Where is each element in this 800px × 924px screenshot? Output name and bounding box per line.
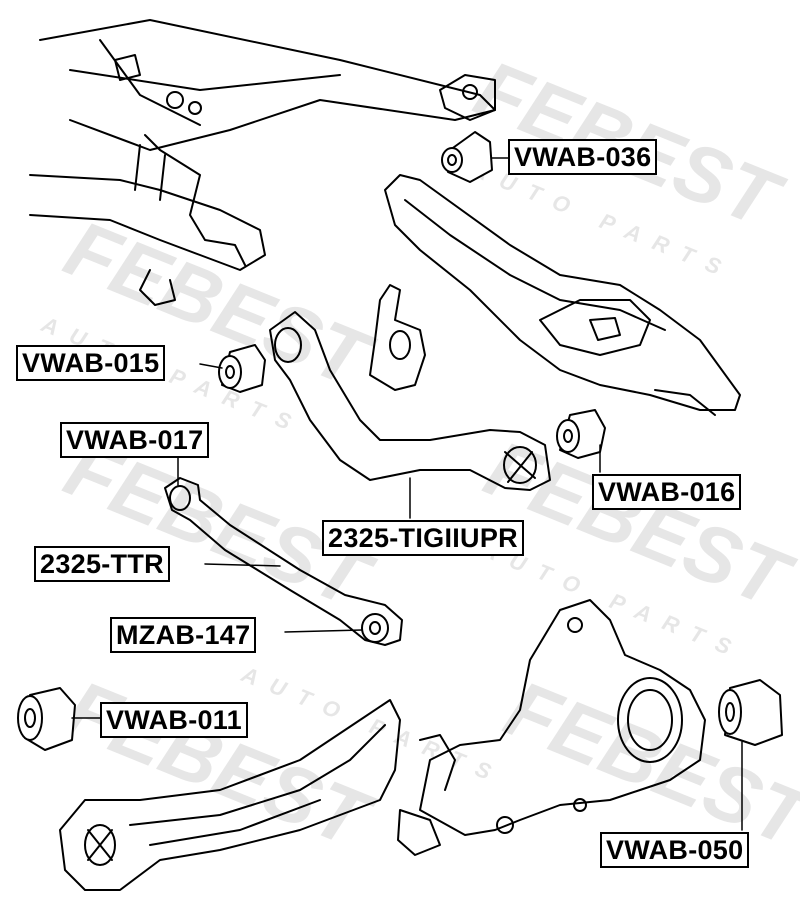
leader-mzab-147	[284, 629, 363, 633]
part-label-vwab-016: VWAB-016	[592, 474, 742, 510]
part-label-vwab-036: VWAB-036	[508, 139, 658, 175]
bushing-vwab-036-drawing	[441, 131, 493, 183]
mounting-bracket-drawing	[369, 284, 426, 391]
part-label-mzab-147: MZAB-147	[110, 617, 257, 653]
trailing-arm-drawing	[59, 699, 401, 891]
part-label-2325-tigiiupr: 2325-TIGIIUPR	[322, 520, 524, 556]
lower-link-rod-drawing	[164, 477, 403, 646]
bushing-vwab-015-drawing	[218, 344, 266, 393]
bushing-vwab-050-drawing	[718, 679, 783, 746]
part-label-vwab-050: VWAB-050	[600, 832, 750, 868]
bushing-vwab-016-drawing	[556, 409, 606, 459]
part-label-vwab-011: VWAB-011	[100, 702, 248, 738]
bushing-vwab-011-drawing	[17, 687, 76, 751]
watermark-brand: FEBEST	[54, 663, 386, 866]
leader-2325-ttr	[204, 563, 281, 567]
leader-vwab-015	[199, 363, 223, 369]
upper-control-arm-drawing	[384, 174, 741, 416]
upper-link-arm-drawing	[269, 311, 551, 491]
part-label-2325-ttr: 2325-TTR	[34, 546, 170, 582]
part-label-vwab-017: VWAB-017	[60, 422, 210, 458]
wheel-knuckle-drawing	[397, 599, 706, 856]
subframe-drawing	[29, 19, 496, 306]
part-label-vwab-015: VWAB-015	[16, 345, 166, 381]
leader-lines	[71, 157, 743, 831]
